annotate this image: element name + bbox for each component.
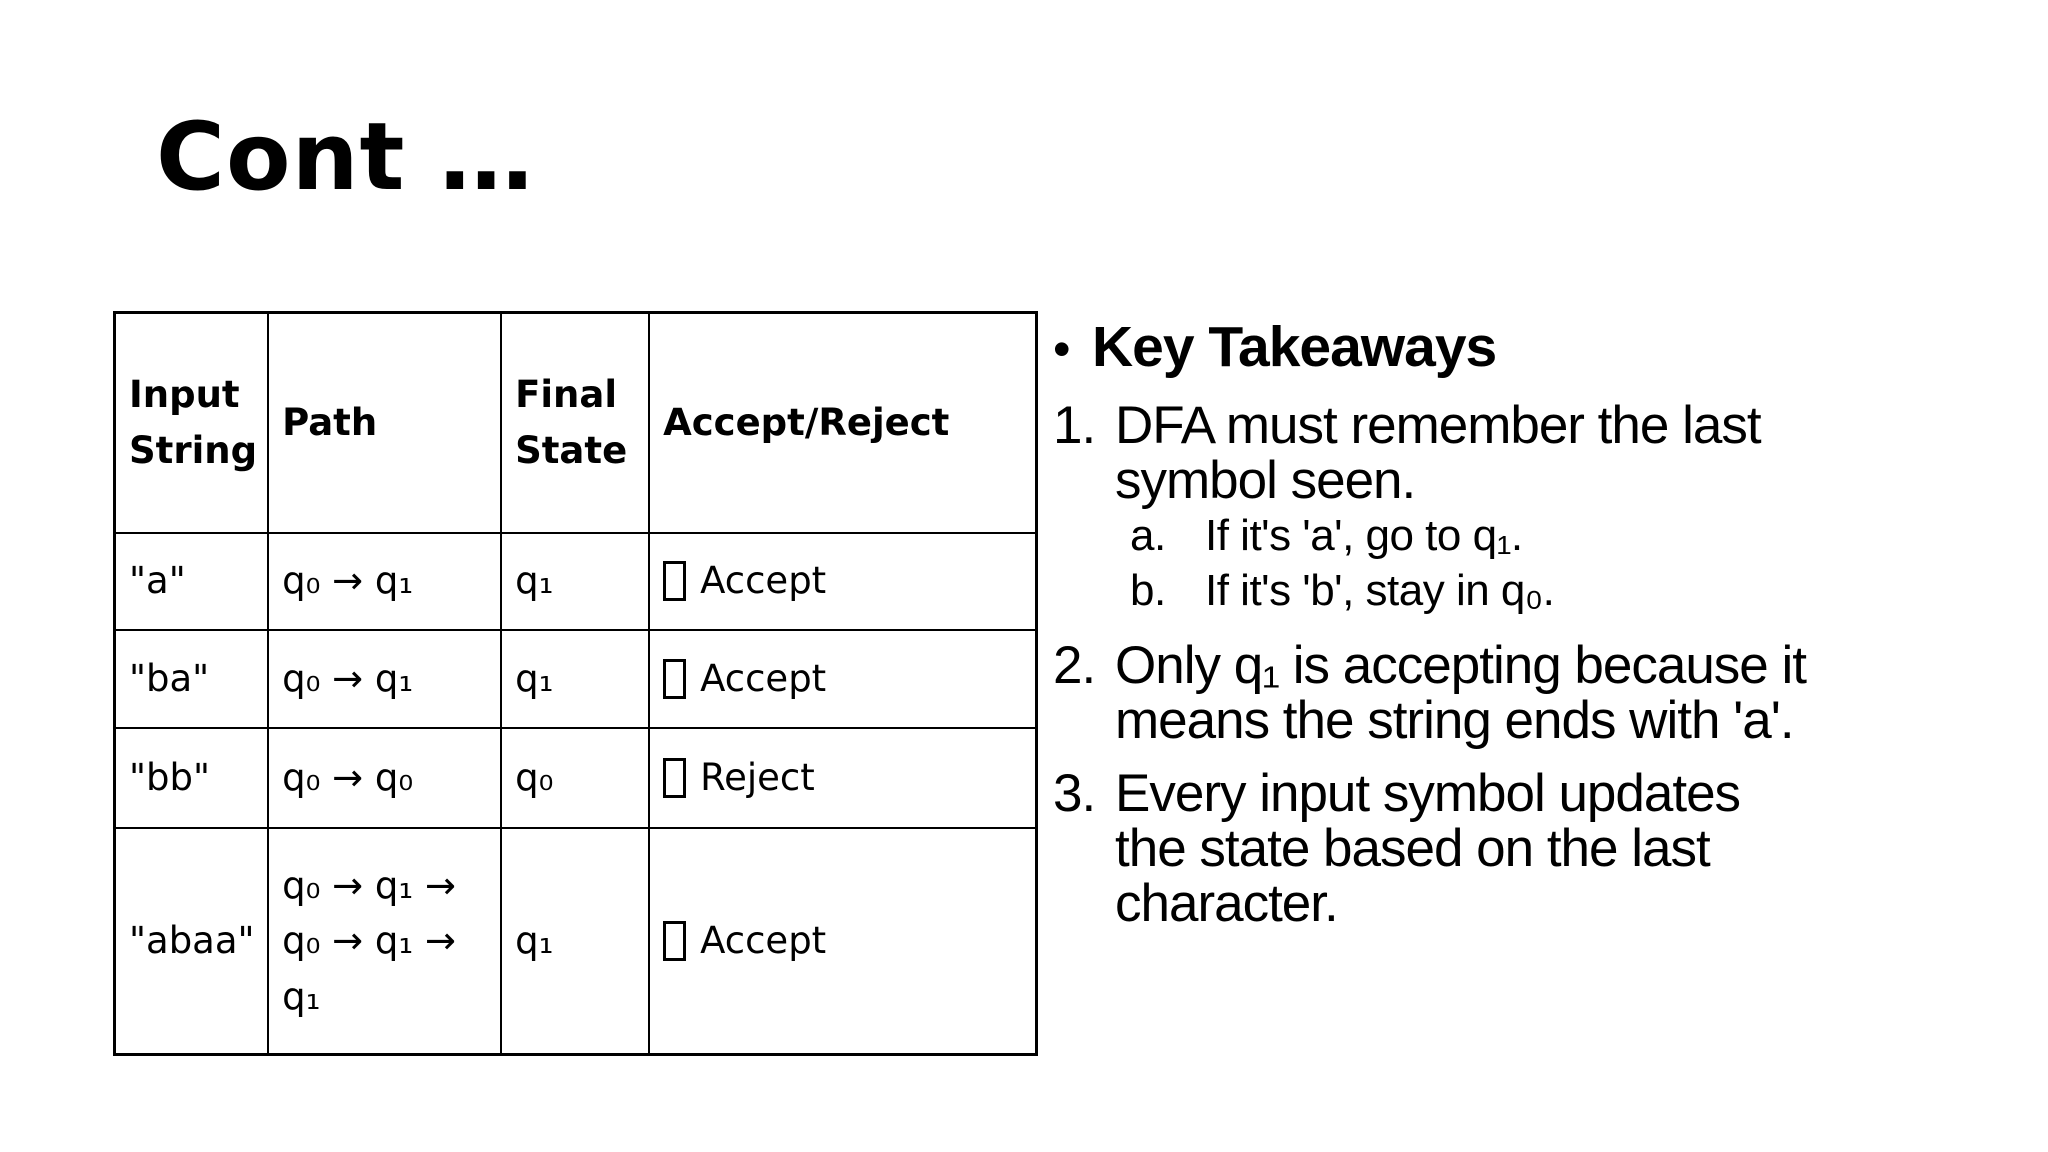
path-line: q₀ → q₁ →: [282, 919, 457, 962]
takeaway-subitem-b: b. If it's 'b', stay in q₀.: [1130, 563, 2013, 618]
item-text-line: character.: [1115, 874, 1339, 933]
subitem-letter: b.: [1130, 566, 1166, 615]
input-string-cell: "bb": [113, 726, 270, 829]
final-state-cell: q₁: [500, 628, 651, 729]
bullet-icon: •: [1053, 321, 1071, 377]
missing-glyph-icon: [663, 757, 687, 798]
status-label: Reject: [700, 755, 815, 799]
missing-glyph-icon: [663, 920, 687, 961]
key-takeaways-heading: Key Takeaways: [1092, 315, 1497, 379]
item-number: 3.: [1053, 764, 1096, 823]
col-header-input-string: Input String: [113, 311, 270, 534]
table-row: "bb" q₀ → q₀ q₀ Reject: [113, 726, 1038, 829]
status-cell: Accept: [648, 628, 1038, 729]
item-text-line: Only q₁ is accepting because it: [1115, 636, 1807, 695]
input-string-cell: "a": [113, 531, 270, 631]
input-string-cell: "abaa": [113, 826, 270, 1056]
item-text: Only q₁ is accepting because it means th…: [1115, 636, 1807, 750]
item-text-line: DFA must remember the last: [1115, 396, 1762, 455]
status-cell: Reject: [648, 726, 1038, 829]
key-takeaways-panel: • Key Takeaways 1. DFA must remember the…: [1053, 316, 2013, 931]
col-header-accept-reject: Accept/Reject: [648, 311, 1038, 534]
final-state-cell: q₀: [500, 726, 651, 829]
path-cell: q₀ → q₁ → q₀ → q₁ → q₁: [267, 826, 503, 1056]
key-takeaways-heading-row: • Key Takeaways: [1053, 316, 2013, 380]
path-cell: q₀ → q₁: [267, 531, 503, 631]
takeaway-item-1: 1. DFA must remember the last symbol see…: [1053, 398, 2013, 508]
status-label: Accept: [700, 919, 827, 962]
takeaway-item-2: 2. Only q₁ is accepting because it means…: [1053, 638, 2013, 748]
status-cell: Accept: [648, 531, 1038, 631]
path-cell: q₀ → q₁: [267, 628, 503, 729]
path-line: q₀ → q₁ →: [282, 863, 457, 907]
dfa-trace-table: Input String Path Final State Accept/Rej…: [113, 311, 1038, 1056]
path-cell: q₀ → q₀: [267, 726, 503, 829]
status-cell: Accept: [648, 826, 1038, 1056]
item-text-line: the state based on the last: [1115, 819, 1711, 878]
table-header-row: Input String Path Final State Accept/Rej…: [113, 311, 1038, 534]
subitem-text-line: If it's 'b', stay in q₀.: [1205, 566, 1555, 615]
item-number: 1.: [1053, 396, 1096, 455]
status-label: Accept: [700, 559, 827, 603]
status-label: Accept: [700, 656, 827, 700]
subitem-text-line: If it's 'a', go to q₁.: [1205, 511, 1523, 560]
missing-glyph-icon: [663, 561, 687, 601]
item-text-line: symbol seen.: [1115, 451, 1416, 510]
missing-glyph-icon: [663, 658, 687, 699]
item-number: 2.: [1053, 636, 1096, 695]
subitem-letter: a.: [1130, 511, 1166, 560]
item-text-line: means the string ends with 'a'.: [1115, 691, 1795, 750]
input-string-cell: "ba": [113, 628, 270, 729]
final-state-cell: q₁: [500, 826, 651, 1056]
path-line: q₁: [282, 974, 321, 1018]
col-header-final-state: Final State: [500, 311, 651, 534]
takeaway-subitem-a: a. If it's 'a', go to q₁.: [1130, 508, 2013, 563]
item-text: DFA must remember the last symbol seen.: [1115, 396, 1762, 510]
table-row: "ba" q₀ → q₁ q₁ Accept: [113, 628, 1038, 729]
table-row: "a" q₀ → q₁ q₁ Accept: [113, 531, 1038, 631]
slide-title: Cont …: [156, 103, 535, 212]
takeaway-item-3: 3. Every input symbol updates the state …: [1053, 766, 2013, 931]
col-header-path: Path: [267, 311, 503, 534]
takeaway-sublist: a. If it's 'a', go to q₁. b. If it's 'b'…: [1130, 508, 2013, 618]
path-line: q₀ → q₁: [282, 656, 414, 700]
table-row: "abaa" q₀ → q₁ → q₀ → q₁ → q₁ q₁ Accept: [113, 826, 1038, 1056]
item-text: Every input symbol updates the state bas…: [1115, 764, 1741, 933]
final-state-cell: q₁: [500, 531, 651, 631]
path-line: q₀ → q₁: [282, 559, 414, 603]
item-text-line: Every input symbol updates: [1115, 764, 1741, 823]
path-line: q₀ → q₀: [282, 755, 414, 799]
